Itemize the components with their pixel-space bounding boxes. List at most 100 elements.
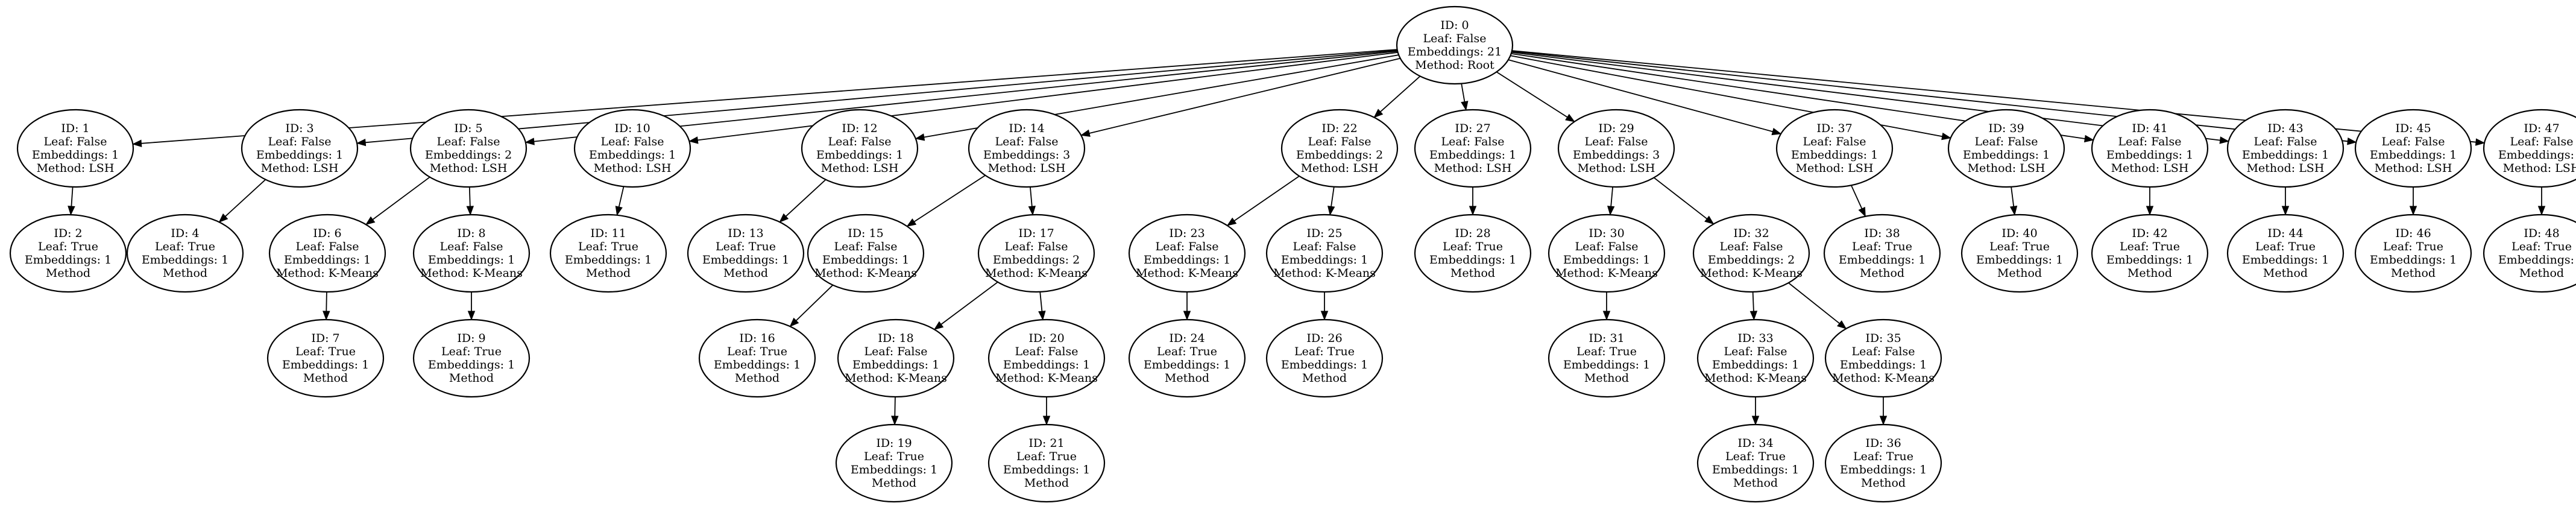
node-label-line: Method [1860,267,1904,280]
edge-8-9 [467,292,476,321]
edge-arrowhead [1028,206,1036,216]
node-label-line: Method [1165,371,1209,385]
node-label-line: Method: K-Means [420,267,523,280]
node-ellipse [2226,109,2345,188]
edge-29-32 [1653,177,1715,225]
node-label-line: Embeddings: 1 [1144,358,1230,371]
edge-0-3 [356,49,1397,147]
edge-line [1039,291,1043,312]
node-label-line: Leaf: True [441,345,502,358]
node-label-line: Method [872,476,916,490]
node-label-line: Embeddings: 1 [2370,148,2457,162]
node-label-line: Embeddings: 2 [425,148,512,162]
node-label-line: ID: 47 [2524,122,2559,135]
node-label-line: ID: 31 [1589,332,1624,345]
node-ellipse [9,213,127,293]
edge-arrowhead [1226,217,1237,226]
edge-10-11 [615,186,625,217]
node-label-line: Leaf: True [1157,345,1217,358]
node-ellipse [266,318,385,398]
node-label-line: Method: LSH [2247,162,2325,175]
node-label-line: Method: LSH [988,162,1066,175]
node-label-line: Method: K-Means [1555,267,1658,280]
node-label-line: ID: 12 [842,122,877,135]
node-label-line: Leaf: True [2383,240,2443,253]
node-label-line: Method: K-Means [276,267,379,280]
node-ellipse [1280,109,1399,188]
node-label-line: ID: 17 [1018,227,1054,240]
node-label-line: Method: LSH [2503,162,2576,175]
node-label-line: ID: 40 [2001,227,2037,240]
edge-arrowhead [1373,109,1384,118]
node-label-line: Method: K-Means [845,371,947,385]
edge-5-8 [466,186,474,216]
node-label-line: ID: 33 [1737,332,1773,345]
node-label-line: ID: 5 [454,122,482,135]
edge-arrowhead [218,213,228,223]
node-ellipse [1824,318,1942,398]
node-label-line: Embeddings: 1 [2498,148,2576,162]
node-label-line: Leaf: True [1576,345,1637,358]
edge-22-25 [1327,186,1335,216]
edge-27-28 [1469,187,1477,216]
node-label-line: Embeddings: 1 [282,358,369,371]
edge-line [795,285,834,321]
edge-arrowhead [891,416,899,426]
node-label-line: ID: 46 [2395,227,2431,240]
node-label-line: ID: 21 [1028,437,1064,450]
node-ellipse [987,423,1106,503]
edge-line [1850,185,1863,209]
node-label-line: ID: 41 [2132,122,2167,135]
node-label-line: ID: 26 [1306,332,1342,345]
node-label-line: Method: K-Means [1136,267,1238,280]
node-label-line: Method: LSH [1968,162,2045,175]
edge-arrowhead [1320,311,1329,321]
node-ellipse [549,213,667,293]
node-ellipse [835,423,953,503]
node-ellipse [987,318,1106,398]
node-label-line: ID: 22 [1321,122,1357,135]
edge-arrowhead [1565,113,1575,122]
node-label-line: ID: 37 [1816,122,1852,135]
node-label-line: Leaf: False [440,240,503,253]
edge-arrowhead [2083,134,2094,143]
edge-0-22 [1373,75,1421,118]
node-label-line: ID: 39 [1988,122,2024,135]
node-label-line: Method [1997,267,2042,280]
edge-line [1461,83,1466,102]
node-label-line: Leaf: False [268,135,332,148]
node-label-line: Embeddings: 1 [142,253,228,267]
node-ellipse [1265,213,1384,293]
node-label-line: Embeddings: 1 [1712,358,1799,371]
node-ellipse [16,109,134,188]
node-label-line: Method [303,371,348,385]
node-label-line: Embeddings: 1 [1429,253,1516,267]
node-label-line: Method: LSH [821,162,899,175]
node-label-line: Embeddings: 1 [1429,148,1516,162]
edge-35-36 [1879,397,1888,426]
node-label-line: Embeddings: 1 [1003,463,1090,476]
node-ellipse [2091,109,2209,188]
node-label-line: ID: 35 [1865,332,1901,345]
node-label-line: ID: 4 [171,227,199,240]
edge-arrowhead [2475,138,2486,146]
edge-37-38 [1850,185,1866,217]
node-label-line: Leaf: False [1724,345,1787,358]
node-label-line: Method: LSH [2375,162,2452,175]
edge-arrowhead [2409,206,2417,216]
edge-arrowhead [1469,206,1477,216]
node-ellipse [807,213,925,293]
